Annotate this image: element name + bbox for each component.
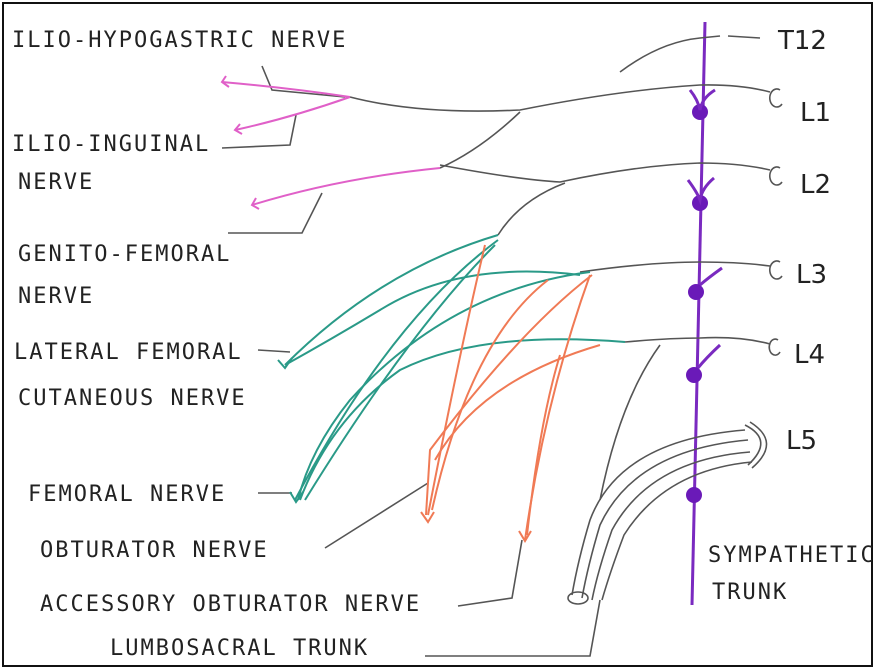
label-sympathetic-line1: SYMPATHETIC — [708, 543, 875, 568]
label-genitofemoral-line2: NERVE — [18, 284, 95, 309]
pink-branches — [220, 75, 441, 210]
label-lateral-femoral-line2: CUTANEOUS NERVE — [18, 386, 247, 411]
label-genitofemoral-line1: GENITO-FEMORAL — [18, 242, 232, 267]
label-lateral-femoral-line1: LATERAL FEMORAL — [14, 340, 243, 365]
label-iliohypogastric-nerve: ILIO-HYPOGASTRIC NERVE — [12, 28, 348, 53]
ganglion-l1 — [692, 104, 708, 120]
level-l4: L4 — [794, 340, 826, 370]
orange-branches — [420, 244, 601, 543]
sympathetic-trunk — [686, 21, 723, 606]
label-ilioinguinal-line1: ILIO-INGUINAL — [12, 132, 211, 157]
level-l1: L1 — [800, 98, 832, 128]
label-lumbosacral-trunk: LUMBOSACRAL TRUNK — [110, 636, 370, 661]
label-obturator-nerve: OBTURATOR NERVE — [40, 538, 269, 563]
level-l2: L2 — [800, 170, 832, 200]
teal-branches — [277, 234, 626, 504]
level-l5: L5 — [786, 426, 818, 456]
label-femoral-nerve: FEMORAL NERVE — [28, 482, 227, 507]
spinal-nerves — [221, 35, 783, 657]
ganglion-l4 — [686, 367, 702, 383]
label-ilioinguinal-line2: NERVE — [18, 170, 95, 195]
label-accessory-obturator-nerve: ACCESSORY OBTURATOR NERVE — [40, 592, 422, 617]
level-l3: L3 — [796, 260, 828, 290]
level-t12: T12 — [778, 26, 827, 56]
label-sympathetic-line2: TRUNK — [712, 580, 789, 605]
ganglion-l5 — [686, 487, 702, 503]
ganglion-l3 — [688, 284, 704, 300]
